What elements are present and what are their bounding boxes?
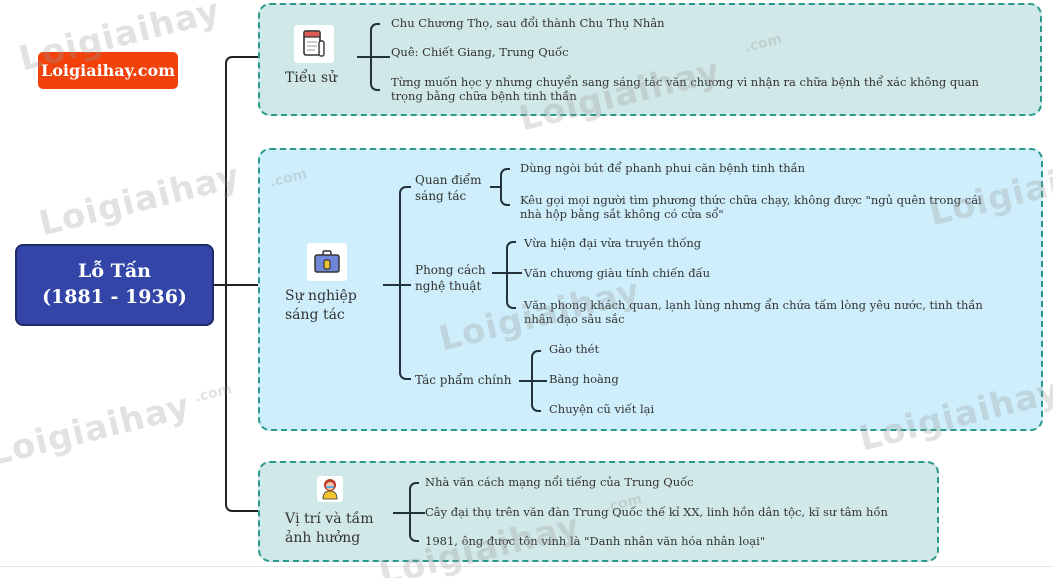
topic-su-nghiep-line2: sáng tác — [285, 306, 345, 323]
s3-bracket-bottom — [531, 380, 541, 412]
s2-item-3-cont: nhân đạo sâu sắc — [524, 312, 625, 326]
bottom-divider — [0, 566, 1053, 567]
p1-item-3: Từng muốn học y nhưng chuyển sang sáng t… — [391, 75, 979, 89]
s1-item-2-cont: nhà hộp bằng sắt không có cửa sổ" — [520, 207, 724, 221]
topic-vi-tri-line2: ảnh hưởng — [285, 529, 361, 546]
p1-bracket-top — [370, 23, 380, 58]
p3-bracket-bottom — [409, 512, 419, 542]
s2-item-1: Vừa hiện đại vừa truyền thống — [524, 236, 702, 250]
subtopic-quan-diem[interactable]: Quan điểm sáng tác — [415, 172, 482, 204]
p1-item-3-cont: trọng bằng chữa bệnh tinh thần — [391, 89, 577, 103]
p1-tick-mid — [370, 56, 390, 58]
s2-stem — [492, 272, 508, 274]
topic-su-nghiep-line1: Sự nghiệp — [285, 288, 357, 304]
briefcase-icon — [307, 243, 347, 281]
p2-bracket-bottom — [399, 284, 411, 380]
watermark: Loigiaihay — [35, 155, 245, 245]
root-node[interactable]: Lỗ Tấn (1881 - 1936) — [15, 244, 214, 326]
subtopic-phong-cach-line1: Phong cách — [415, 263, 486, 277]
p2-stem — [383, 284, 401, 286]
p2-tick-mid — [399, 284, 411, 286]
topic-su-nghiep[interactable]: Sự nghiệp sáng tác — [285, 287, 357, 325]
watermark: Loigiaihay — [0, 385, 195, 475]
topic-vi-tri[interactable]: Vị trí và tầm ảnh hưởng — [285, 510, 373, 548]
p3-item-3: 1981, ông được tôn vinh là "Danh nhân vă… — [425, 534, 766, 548]
p3-tick-mid — [409, 512, 425, 514]
panel-tieu-su — [258, 3, 1042, 116]
s3-item-3: Chuyện cũ viết lại — [549, 402, 655, 416]
s3-tick-mid — [531, 380, 547, 382]
p3-item-2: Cây đại thụ trên văn đàn Trung Quốc thế … — [425, 505, 888, 519]
s1-stem — [490, 186, 502, 188]
s3-item-1: Gào thét — [549, 342, 600, 356]
s1-item-1: Dùng ngòi bút để phanh phui căn bệnh tin… — [520, 161, 806, 175]
root-connector — [214, 284, 260, 286]
subtopic-quan-diem-line2: sáng tác — [415, 189, 467, 204]
p3-bracket-top — [409, 482, 419, 514]
s2-item-2: Văn chương giàu tính chiến đấu — [524, 266, 711, 280]
notebook-icon — [294, 25, 334, 63]
writer-icon — [317, 476, 343, 502]
p2-bracket-top — [399, 186, 411, 286]
brand-badge[interactable]: Loigiaihay.com — [38, 52, 178, 89]
panel-su-nghiep — [258, 148, 1043, 431]
p3-item-1: Nhà văn cách mạng nổi tiếng của Trung Qu… — [425, 475, 694, 489]
s1-bracket-bottom — [500, 186, 510, 206]
subtopic-quan-diem-line1: Quan điểm — [415, 173, 482, 187]
s3-stem — [519, 380, 533, 382]
s2-item-3: Văn phong khách quan, lạnh lùng nhưng ẩn… — [524, 298, 983, 312]
trunk-top — [225, 56, 260, 286]
s1-item-2: Kêu gọi mọi người tìm phương thức chữa c… — [520, 193, 982, 207]
trunk-bottom — [225, 284, 260, 512]
s2-tick-mid — [506, 272, 522, 274]
subtopic-phong-cach-line2: nghệ thuật — [415, 279, 482, 294]
root-name: Lỗ Tấn — [78, 260, 151, 283]
s3-bracket-top — [531, 350, 541, 382]
p1-item-1: Chu Chương Thọ, sau đổi thành Chu Thụ Nh… — [391, 16, 665, 30]
subtopic-tac-pham[interactable]: Tác phẩm chính — [415, 373, 512, 387]
p1-stem — [357, 56, 372, 58]
s2-bracket-bottom — [506, 272, 516, 309]
panel-vi-tri — [258, 461, 939, 562]
s2-bracket-top — [506, 241, 516, 274]
p1-item-2: Quê: Chiết Giang, Trung Quốc — [391, 45, 569, 59]
subtopic-phong-cach[interactable]: Phong cách nghệ thuật — [415, 262, 486, 294]
s1-bracket-top — [500, 168, 510, 188]
topic-tieu-su[interactable]: Tiểu sử — [285, 70, 338, 86]
p3-stem — [393, 512, 411, 514]
s3-item-2: Bàng hoàng — [549, 372, 619, 386]
topic-vi-tri-line1: Vị trí và tầm — [285, 511, 374, 527]
root-years: (1881 - 1936) — [42, 286, 187, 308]
p1-bracket-bottom — [370, 56, 380, 91]
